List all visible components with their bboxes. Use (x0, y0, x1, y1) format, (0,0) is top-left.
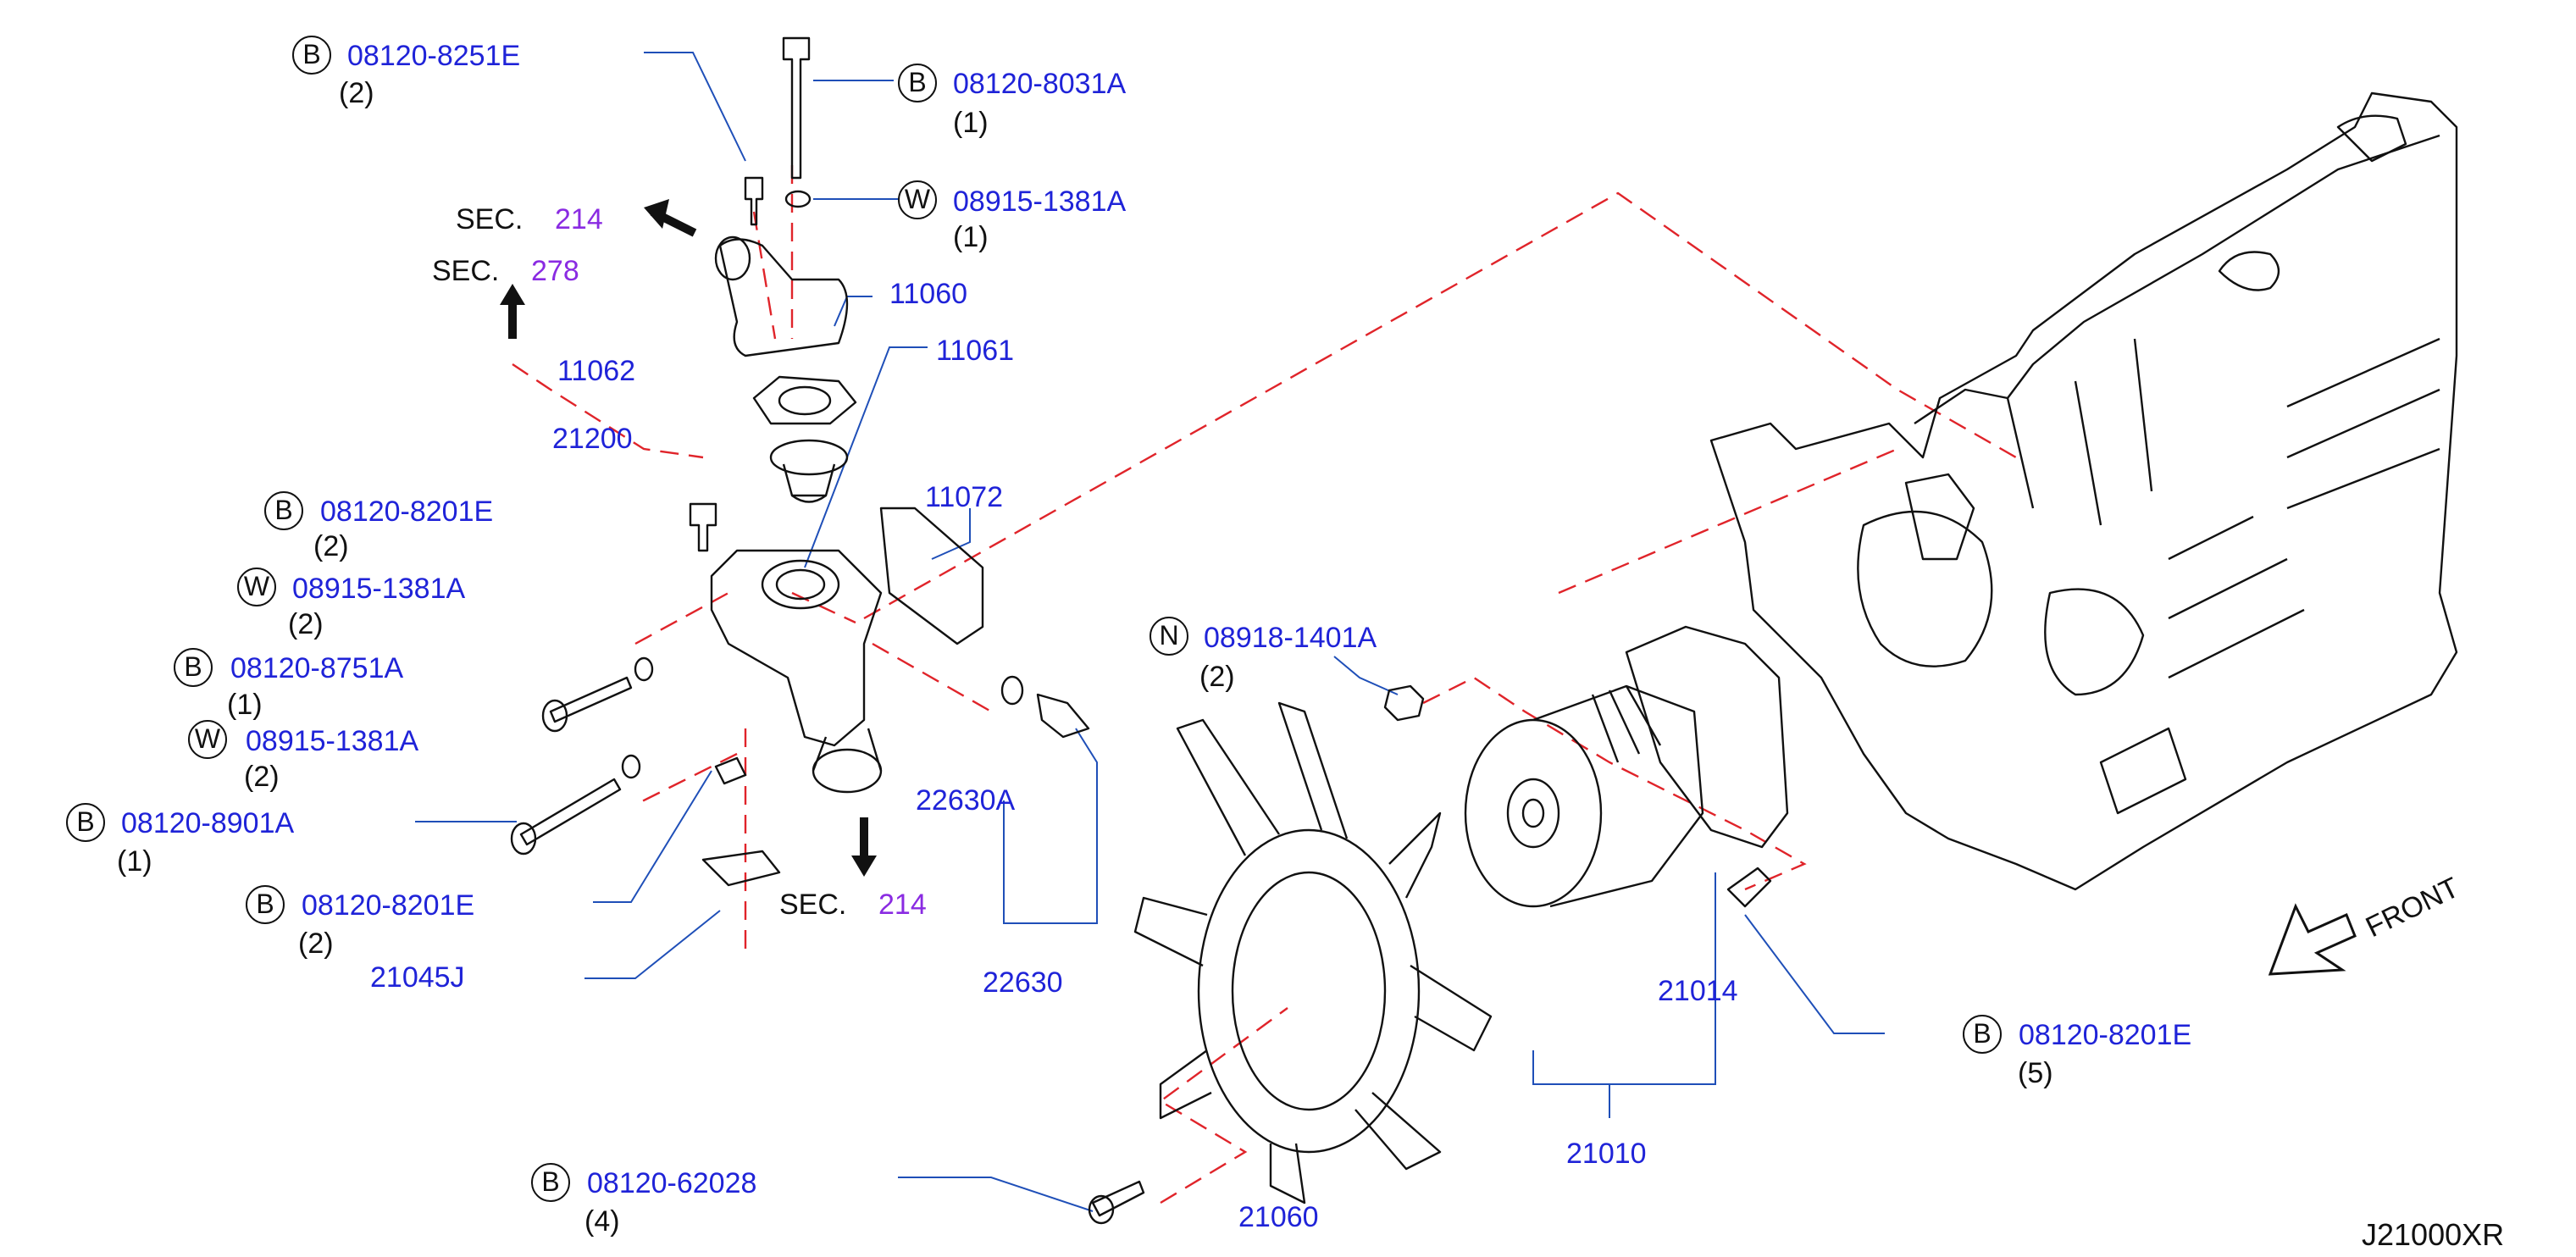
nut-symbol-icon: N (1150, 617, 1188, 656)
part-number-link[interactable]: 08918-1401A (1204, 622, 1377, 654)
part-number-link[interactable]: 21014 (1658, 975, 1738, 1007)
part-quantity: (1) (227, 689, 263, 721)
bolt-symbol-icon: B (898, 64, 937, 102)
part-number-link[interactable]: 08120-8201E (302, 889, 475, 922)
part-quantity: (1) (953, 107, 989, 139)
part-number-link[interactable]: 21200 (552, 423, 633, 455)
bolt-symbol-icon: B (66, 803, 105, 842)
part-number-link[interactable]: 08120-8251E (347, 40, 521, 72)
bolt-symbol-icon: B (264, 491, 303, 530)
part-number-link[interactable]: 21060 (1238, 1201, 1319, 1233)
section-prefix: SEC. (432, 255, 500, 287)
bolt-symbol-icon: B (531, 1163, 570, 1202)
part-number-link[interactable]: 22630A (916, 784, 1016, 817)
front-arrow-icon (2268, 903, 2357, 976)
dashed-assembly-lines (512, 165, 2017, 1204)
bolt-symbol-icon: B (246, 885, 285, 924)
bolt-symbol-icon: B (1963, 1015, 2002, 1054)
drawing-code: J21000XR (2362, 1217, 2505, 1252)
arrowheads (500, 199, 877, 877)
part-number-link[interactable]: 21010 (1566, 1138, 1647, 1170)
section-number-link[interactable]: 214 (555, 203, 603, 235)
part-number-link[interactable]: 11060 (889, 278, 968, 310)
part-quantity: (4) (584, 1205, 620, 1238)
part-number-link[interactable]: 08120-8201E (320, 496, 494, 528)
part-number-link[interactable]: 08915-1381A (953, 186, 1127, 218)
section-prefix: SEC. (456, 203, 524, 235)
part-quantity: (1) (953, 221, 989, 253)
part-number-link[interactable]: 11072 (925, 481, 1004, 513)
part-number-link[interactable]: 08120-8201E (2019, 1019, 2192, 1051)
part-outlines (508, 36, 2458, 1225)
part-quantity: (1) (117, 845, 152, 878)
part-quantity: (2) (339, 77, 374, 109)
part-quantity: (2) (298, 928, 334, 960)
washer-symbol-icon: W (188, 720, 227, 759)
part-number-link[interactable]: 08120-62028 (587, 1167, 757, 1199)
part-quantity: (2) (288, 608, 324, 640)
bolt-symbol-icon: B (292, 36, 331, 75)
part-number-link[interactable]: 11061 (936, 335, 1015, 367)
section-prefix: SEC. (779, 889, 847, 921)
part-number-link[interactable]: 08120-8901A (121, 807, 295, 839)
part-number-link[interactable]: 11062 (557, 355, 636, 387)
part-quantity: (5) (2018, 1057, 2053, 1089)
part-number-link[interactable]: 08120-8031A (953, 68, 1127, 100)
part-quantity: (2) (1199, 661, 1235, 693)
washer-symbol-icon: W (237, 568, 276, 606)
part-number-link[interactable]: 08915-1381A (246, 725, 419, 757)
part-number-link[interactable]: 08120-8751A (230, 652, 404, 684)
part-number-link[interactable]: 22630 (983, 966, 1063, 999)
part-quantity: (2) (244, 761, 280, 793)
part-quantity: (2) (313, 530, 349, 562)
washer-symbol-icon: W (898, 180, 937, 219)
bolt-symbol-icon: B (174, 648, 213, 687)
section-number-link[interactable]: 278 (531, 255, 579, 287)
section-number-link[interactable]: 214 (878, 889, 927, 921)
part-number-link[interactable]: 08915-1381A (292, 573, 466, 605)
part-number-link[interactable]: 21045J (370, 961, 465, 994)
